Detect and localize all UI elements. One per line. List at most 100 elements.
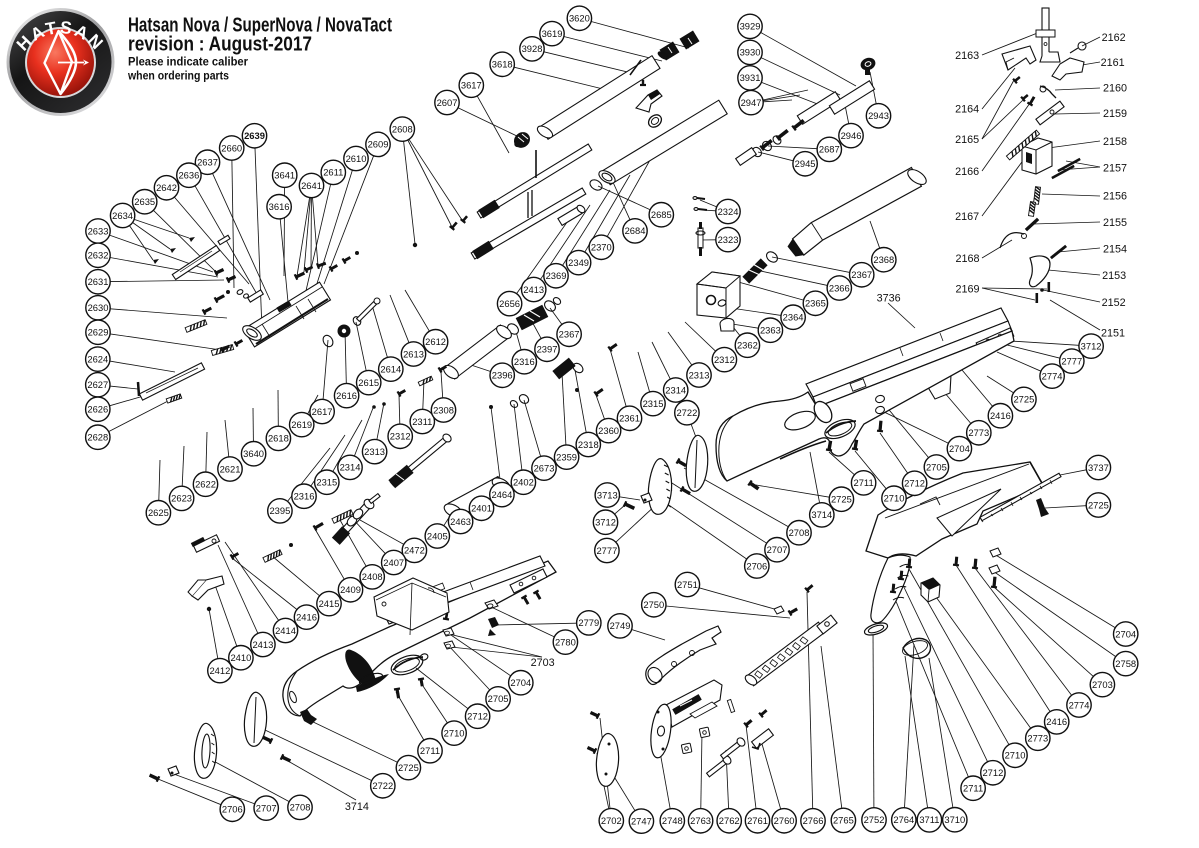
- svg-text:2725: 2725: [1013, 394, 1034, 405]
- svg-text:2710: 2710: [884, 493, 905, 504]
- svg-text:2622: 2622: [195, 479, 216, 490]
- svg-text:2364: 2364: [783, 312, 804, 323]
- svg-text:2722: 2722: [372, 780, 393, 791]
- svg-text:2703: 2703: [531, 657, 555, 669]
- svg-text:2630: 2630: [88, 302, 109, 313]
- svg-text:2639: 2639: [244, 130, 265, 141]
- svg-text:2706: 2706: [746, 560, 767, 571]
- svg-text:2758: 2758: [1115, 658, 1136, 669]
- svg-text:2152: 2152: [1102, 297, 1126, 309]
- svg-text:2710: 2710: [1005, 750, 1026, 761]
- svg-text:2632: 2632: [88, 250, 109, 261]
- svg-text:2711: 2711: [963, 783, 983, 794]
- svg-text:2311: 2311: [412, 416, 432, 427]
- svg-text:2637: 2637: [197, 157, 218, 168]
- svg-text:2773: 2773: [968, 427, 989, 438]
- svg-text:2705: 2705: [926, 461, 947, 472]
- svg-text:2626: 2626: [87, 404, 108, 415]
- svg-text:2722: 2722: [676, 407, 697, 418]
- svg-text:2155: 2155: [1103, 217, 1127, 229]
- svg-text:2395: 2395: [269, 505, 290, 516]
- svg-text:revision : August-2017: revision : August-2017: [128, 33, 312, 56]
- svg-text:2165: 2165: [955, 134, 979, 146]
- svg-text:2367: 2367: [559, 329, 580, 340]
- svg-text:2367: 2367: [851, 269, 872, 280]
- svg-text:2631: 2631: [88, 276, 109, 287]
- svg-text:2408: 2408: [362, 571, 383, 582]
- svg-text:2777: 2777: [596, 545, 617, 556]
- svg-text:2413: 2413: [523, 284, 544, 295]
- svg-text:2656: 2656: [499, 298, 520, 309]
- svg-text:2725: 2725: [1088, 499, 1109, 510]
- svg-text:2314: 2314: [665, 384, 686, 395]
- svg-text:3617: 3617: [461, 80, 482, 91]
- svg-text:2673: 2673: [534, 462, 555, 473]
- svg-text:2161: 2161: [1101, 57, 1125, 69]
- svg-text:Please indicate caliber: Please indicate caliber: [128, 55, 248, 69]
- svg-text:2712: 2712: [904, 478, 925, 489]
- svg-text:2313: 2313: [689, 369, 710, 380]
- svg-text:2704: 2704: [510, 677, 531, 688]
- svg-text:2687: 2687: [819, 144, 840, 155]
- svg-text:2308: 2308: [433, 404, 454, 415]
- svg-text:3714: 3714: [811, 509, 832, 520]
- svg-text:2414: 2414: [275, 625, 296, 636]
- svg-text:2316: 2316: [294, 491, 315, 502]
- svg-text:when ordering parts: when ordering parts: [127, 69, 229, 83]
- svg-text:2660: 2660: [221, 142, 242, 153]
- svg-text:2315: 2315: [643, 398, 664, 409]
- svg-text:2635: 2635: [134, 196, 155, 207]
- svg-text:3737: 3737: [1088, 462, 1109, 473]
- svg-text:2707: 2707: [256, 802, 277, 813]
- svg-text:2463: 2463: [450, 516, 471, 527]
- svg-text:3618: 3618: [492, 59, 513, 70]
- svg-text:2684: 2684: [625, 225, 646, 236]
- svg-text:2704: 2704: [1115, 628, 1136, 639]
- svg-text:2708: 2708: [789, 527, 810, 538]
- svg-text:2154: 2154: [1103, 243, 1127, 255]
- svg-text:2765: 2765: [833, 815, 854, 826]
- svg-text:2369: 2369: [546, 270, 567, 281]
- svg-text:2707: 2707: [767, 544, 788, 555]
- svg-text:2945: 2945: [795, 158, 816, 169]
- svg-text:2167: 2167: [955, 211, 979, 223]
- svg-text:2472: 2472: [404, 545, 425, 556]
- svg-text:2614: 2614: [380, 363, 401, 374]
- svg-text:3713: 3713: [597, 489, 618, 500]
- svg-text:3640: 3640: [243, 448, 264, 459]
- svg-text:2725: 2725: [398, 762, 419, 773]
- svg-text:2628: 2628: [87, 432, 108, 443]
- svg-text:2611: 2611: [323, 167, 343, 178]
- svg-text:2365: 2365: [805, 298, 826, 309]
- svg-text:2633: 2633: [88, 225, 109, 236]
- svg-text:2749: 2749: [610, 620, 631, 631]
- svg-text:2706: 2706: [222, 804, 243, 815]
- svg-text:2363: 2363: [760, 325, 781, 336]
- svg-text:2947: 2947: [741, 97, 762, 108]
- svg-text:3641: 3641: [274, 170, 295, 181]
- svg-text:2704: 2704: [949, 443, 970, 454]
- svg-text:2401: 2401: [471, 503, 492, 514]
- svg-text:2349: 2349: [568, 257, 589, 268]
- svg-text:2766: 2766: [803, 815, 824, 826]
- svg-text:2359: 2359: [556, 451, 577, 462]
- svg-text:2160: 2160: [1103, 82, 1127, 94]
- svg-text:Hatsan Nova / SuperNova / Nova: Hatsan Nova / SuperNova / NovaTact: [128, 14, 392, 37]
- svg-text:3619: 3619: [542, 28, 563, 39]
- svg-text:2412: 2412: [209, 665, 230, 676]
- svg-text:2636: 2636: [178, 170, 199, 181]
- svg-text:2711: 2711: [854, 477, 874, 488]
- svg-text:2413: 2413: [252, 639, 273, 650]
- svg-text:2774: 2774: [1042, 370, 1063, 381]
- svg-text:2613: 2613: [403, 348, 424, 359]
- svg-text:2610: 2610: [346, 153, 367, 164]
- svg-text:2153: 2153: [1102, 270, 1126, 282]
- svg-text:2708: 2708: [290, 802, 311, 813]
- svg-text:2618: 2618: [268, 433, 289, 444]
- svg-text:2946: 2946: [841, 130, 862, 141]
- svg-text:2315: 2315: [316, 477, 337, 488]
- svg-text:2159: 2159: [1103, 108, 1127, 120]
- svg-text:2151: 2151: [1101, 328, 1125, 340]
- svg-text:2158: 2158: [1103, 136, 1127, 148]
- svg-text:2163: 2163: [955, 50, 979, 62]
